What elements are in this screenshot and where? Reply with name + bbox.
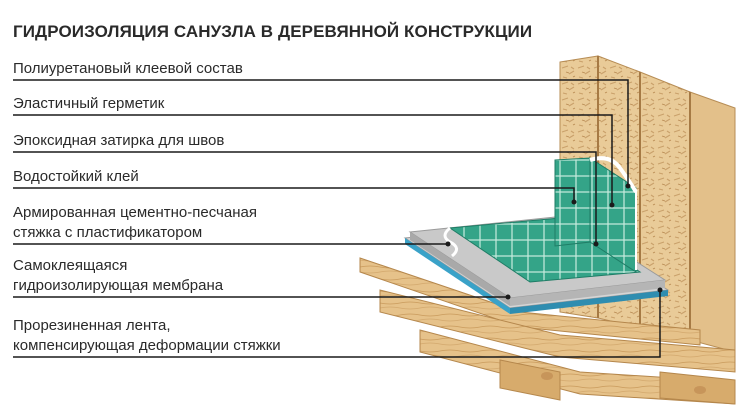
- floor-tiles: [443, 217, 642, 283]
- label-polyurethane-adhesive: Полиуретановый клеевой состав: [13, 59, 243, 79]
- label-epoxy-grout: Эпоксидная затирка для швов: [13, 131, 224, 151]
- leader-dot: [571, 199, 577, 205]
- leader-dot: [609, 202, 615, 208]
- label-self-adhesive-membrane: Самоклеящаяся гидроизолирующая мембрана: [13, 256, 223, 296]
- leader-dot: [445, 241, 451, 247]
- label-elastic-sealant: Эластичный герметик: [13, 94, 164, 114]
- label-reinforced-screed: Армированная цементно-песчаная стяжка с …: [13, 203, 257, 243]
- leader-4: [13, 187, 575, 202]
- label-line: гидроизолирующая мембрана: [13, 277, 224, 294]
- label-line: Эластичный герметик: [13, 95, 165, 112]
- label-waterproof-adhesive: Водостойкий клей: [13, 167, 139, 187]
- label-line: Прорезиненная лента,: [13, 317, 171, 334]
- label-line: компенсирующая деформации стяжки: [13, 337, 281, 354]
- label-line: стяжка с пластификатором: [13, 224, 203, 241]
- leader-3: [13, 151, 597, 244]
- leader-dot: [505, 294, 511, 300]
- leader-lines: [13, 79, 661, 358]
- leader-7: [13, 290, 661, 358]
- label-line: Полиуретановый клеевой состав: [13, 60, 243, 77]
- label-line: Армированная цементно-песчаная: [13, 204, 257, 221]
- leader-dot: [657, 287, 663, 293]
- leader-dot: [625, 183, 631, 189]
- leader-dot: [593, 241, 599, 247]
- leader-dots: [445, 183, 663, 300]
- leader-1: [13, 79, 629, 186]
- floor-beams: [359, 257, 736, 405]
- label-line: Эпоксидная затирка для швов: [13, 132, 225, 149]
- leader-2: [13, 114, 613, 205]
- label-line: Самоклеящаяся: [13, 257, 128, 274]
- label-line: Водостойкий клей: [13, 168, 139, 185]
- diagram-title: ГИДРОИЗОЛЯЦИЯ САНУЗЛА В ДЕРЕВЯННОЙ КОНСТ…: [13, 22, 533, 41]
- label-rubberized-tape: Прорезиненная лента, компенсирующая дефо…: [13, 316, 281, 356]
